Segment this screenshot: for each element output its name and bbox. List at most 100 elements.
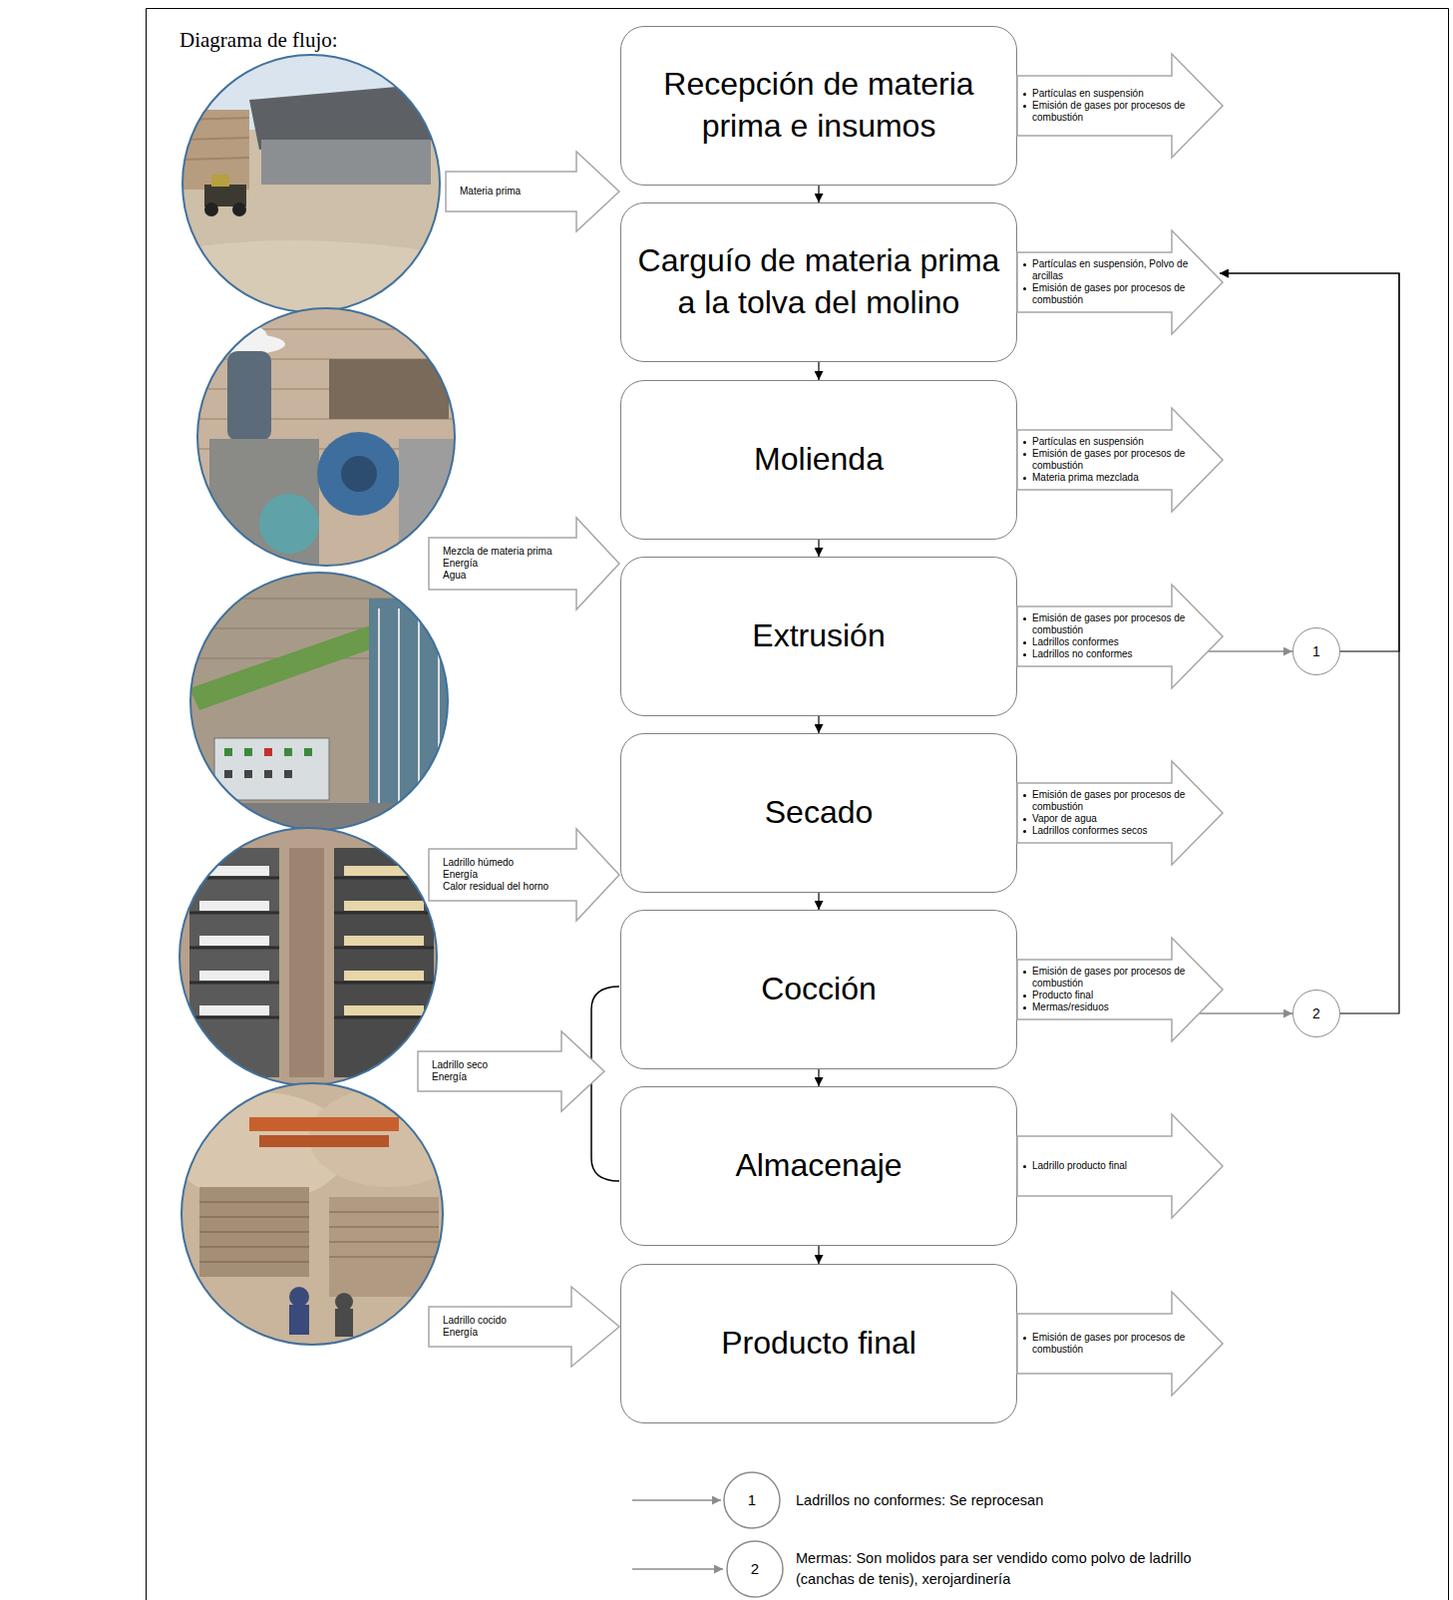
- process-box: Recepción de materia prima e insumos: [620, 25, 1018, 186]
- process-label: Secado: [750, 791, 888, 834]
- input-arrow: Ladrillo cocidoEnergía: [428, 1286, 620, 1367]
- arrow-shape: [1017, 230, 1223, 335]
- arrow-shape: [428, 517, 620, 610]
- bullet-dot: [1023, 452, 1027, 456]
- legend-arrow: [632, 1498, 722, 1500]
- bullet-text: Partículas en suspensión, Polvo de arcil…: [1032, 258, 1188, 282]
- bullet-text: Ladrillos conformes: [1032, 636, 1119, 648]
- bullet-item: Emisión de gases por procesos de combust…: [1021, 99, 1189, 124]
- input-text: Energía: [431, 1071, 562, 1084]
- arrow-shape: [1017, 1113, 1223, 1218]
- bullet-dot: [1023, 1164, 1027, 1168]
- input-text: Energía: [442, 1326, 572, 1339]
- arrow-text: Emisión de gases por procesos de combust…: [1021, 612, 1189, 661]
- arrow-text: Mezcla de materia primaEnergíaAgua: [442, 545, 577, 582]
- bullet-item: Materia prima mezclada: [1021, 471, 1189, 484]
- arrow-shape: [1017, 760, 1223, 865]
- photo-drying: [174, 822, 444, 1092]
- bullet-item: Emisión de gases por procesos de combust…: [1021, 965, 1189, 990]
- callout-number: 2: [734, 1558, 775, 1579]
- bullet-text: Mermas/residuos: [1032, 1001, 1109, 1013]
- connector: [817, 185, 819, 203]
- legend-text: Mermas: Son molidos para ser vendido com…: [795, 1547, 1195, 1590]
- arrow-shape: [1017, 1291, 1223, 1396]
- process-label: Extrusión: [737, 615, 899, 658]
- bracket: [591, 986, 620, 1181]
- arrow-text: Partículas en suspensión, Polvo de arcil…: [1021, 258, 1189, 307]
- process-box: Extrusión: [620, 556, 1018, 717]
- output-arrow: Partículas en suspensiónEmisión de gases…: [1017, 53, 1223, 158]
- process-box: Secado: [620, 732, 1018, 893]
- output-arrow: Partículas en suspensiónEmisión de gases…: [1017, 407, 1223, 512]
- input-text: Agua: [442, 569, 577, 582]
- arrow-text: Emisión de gases por procesos de combust…: [1021, 965, 1189, 1014]
- connector: [817, 1245, 819, 1264]
- bullet-dot: [1023, 829, 1027, 833]
- arrow-text: Emisión de gases por procesos de combust…: [1021, 1331, 1189, 1356]
- arrow-shape: [1017, 407, 1223, 512]
- arrow-shape: [428, 828, 620, 921]
- input-arrow: Materia prima: [445, 151, 620, 232]
- output-arrow: Emisión de gases por procesos de combust…: [1017, 584, 1223, 689]
- callout-circle: 1: [1292, 627, 1341, 676]
- arrow-text: Emisión de gases por procesos de combust…: [1021, 788, 1189, 837]
- connector: [817, 1069, 819, 1087]
- callout-circle: 2: [1292, 989, 1341, 1038]
- bullet-item: Partículas en suspensión: [1021, 435, 1189, 448]
- connector: [1198, 1012, 1293, 1014]
- arrow-text: Materia prima: [459, 185, 577, 198]
- process-box: Producto final: [620, 1263, 1018, 1424]
- arrow-shape: [1017, 53, 1223, 158]
- input-text: Energía: [442, 868, 577, 881]
- bullet-dot: [1023, 440, 1027, 444]
- arrow-text: Partículas en suspensiónEmisión de gases…: [1021, 87, 1189, 124]
- connector: [1207, 650, 1293, 652]
- bullet-item: Partículas en suspensión, Polvo de arcil…: [1021, 258, 1189, 283]
- bullet-dot: [1023, 793, 1027, 797]
- callout-number: 2: [1312, 1005, 1321, 1022]
- bullet-item: Emisión de gases por procesos de combust…: [1021, 447, 1189, 472]
- bullet-dot: [1023, 476, 1027, 480]
- bullet-text: Vapor de agua: [1032, 812, 1097, 824]
- arrow-text: Ladrillo cocidoEnergía: [442, 1314, 572, 1339]
- input-arrow: Mezcla de materia primaEnergíaAgua: [428, 517, 620, 610]
- bullet-dot: [1023, 994, 1027, 998]
- bullet-dot: [1023, 92, 1027, 96]
- bullet-text: Producto final: [1032, 989, 1093, 1001]
- process-label: Producto final: [707, 1322, 931, 1365]
- bullet-item: Ladrillos conformes secos: [1021, 824, 1189, 837]
- photo-storage: [169, 1082, 469, 1352]
- connector: [817, 539, 819, 557]
- connector: [817, 892, 819, 910]
- connector: [817, 362, 819, 380]
- bullet-text: Emisión de gases por procesos de combust…: [1032, 612, 1185, 636]
- arrow-shape: [428, 1286, 620, 1367]
- output-arrow: Emisión de gases por procesos de combust…: [1017, 1291, 1223, 1396]
- bullet-text: Emisión de gases por procesos de combust…: [1032, 1331, 1185, 1355]
- bullet-dot: [1023, 641, 1027, 645]
- callout-number: 1: [1312, 643, 1321, 660]
- connector: [1219, 273, 1400, 1014]
- input-text: Ladrillo seco: [431, 1059, 562, 1072]
- bullet-text: Partículas en suspensión: [1032, 435, 1144, 447]
- bullet-item: Emisión de gases por procesos de combust…: [1021, 282, 1189, 307]
- bullet-text: Partículas en suspensión: [1032, 87, 1144, 99]
- arrow-text: Partículas en suspensiónEmisión de gases…: [1021, 435, 1189, 484]
- bullet-text: Emisión de gases por procesos de combust…: [1032, 99, 1185, 123]
- input-arrow: Ladrillo secoEnergía: [417, 1031, 605, 1111]
- connector: [817, 716, 819, 733]
- bullet-text: Emisión de gases por procesos de combust…: [1032, 282, 1185, 306]
- bullet-dot: [1023, 817, 1027, 821]
- bullet-dot: [1023, 1336, 1027, 1340]
- process-label: Almacenaje: [721, 1144, 916, 1187]
- bullet-dot: [1023, 1006, 1027, 1010]
- bullet-item: Emisión de gases por procesos de combust…: [1021, 788, 1189, 813]
- diagram-title: Diagrama de flujo:: [179, 27, 339, 53]
- process-box: Carguío de materia prima a la tolva del …: [620, 202, 1018, 363]
- bullet-dot: [1023, 617, 1027, 621]
- photo-hopper: [189, 299, 469, 579]
- input-text: Ladrillo cocido: [442, 1314, 572, 1327]
- process-label: Recepción de materia prima e insumos: [621, 63, 1017, 147]
- input-text: Mezcla de materia prima: [442, 545, 577, 558]
